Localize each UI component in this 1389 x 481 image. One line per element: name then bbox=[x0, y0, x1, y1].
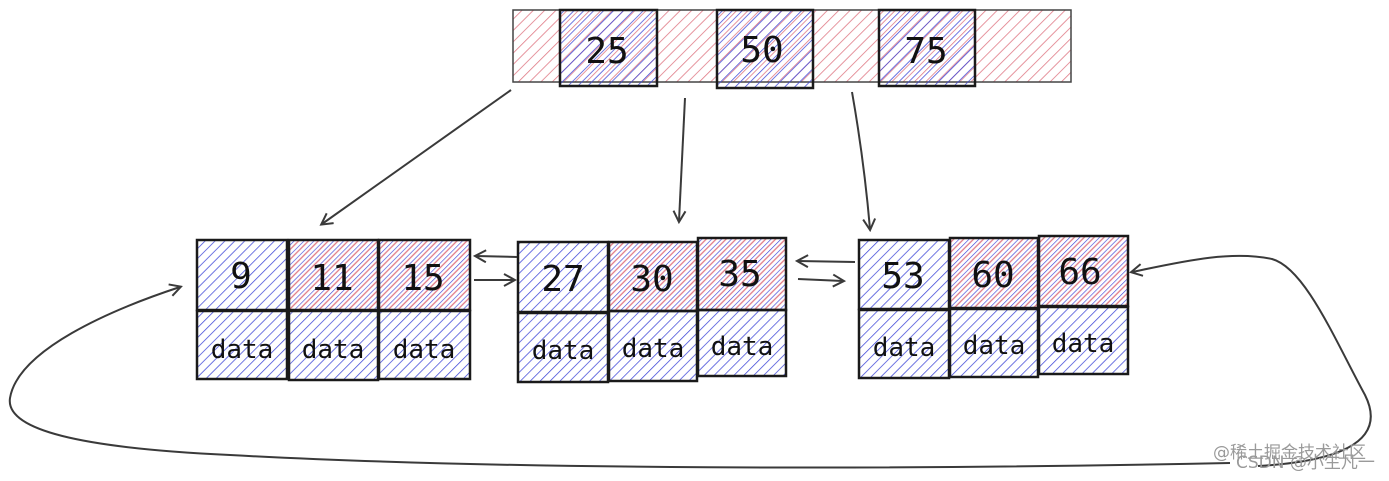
arrow-leaf-2-to-leaf-3 bbox=[797, 279, 843, 281]
leaf-1-key-2: 11 bbox=[310, 258, 353, 299]
leaf-3-key-3: 66 bbox=[1058, 252, 1101, 293]
watermark-line-2: CSDN @小生凡一 bbox=[1236, 453, 1375, 473]
leaf-3-key-1: 53 bbox=[881, 256, 924, 297]
arrow-loop-left-to-leaf-1 bbox=[8, 287, 1231, 469]
leaf-1-key-cell-2 bbox=[287, 238, 380, 312]
arrow-loop-right-to-leaf-3 bbox=[1132, 254, 1372, 467]
leaf-2-key-cell-2 bbox=[607, 240, 699, 313]
watermark-line-1: @稀土掘金技术社区 bbox=[1213, 443, 1366, 463]
arrow-root-to-leaf-2 bbox=[679, 97, 685, 221]
leaf-3-data-cell-2 bbox=[948, 307, 1040, 379]
root-key-3: 75 bbox=[904, 31, 947, 72]
leaf-2-key-2: 30 bbox=[630, 259, 673, 300]
leaf-3-data-label-3: data bbox=[1052, 329, 1115, 359]
root-node: 25 50 75 bbox=[512, 8, 1072, 90]
leaf-1-data-cell-2 bbox=[287, 309, 380, 382]
root-key-2: 50 bbox=[740, 30, 783, 71]
arrow-leaf-2-to-leaf-1 bbox=[476, 256, 518, 257]
root-key-cell-2 bbox=[715, 8, 815, 90]
leaf-1-key-1: 9 bbox=[230, 256, 252, 297]
leaf-3-data-label-2: data bbox=[963, 331, 1026, 361]
root-key-1: 25 bbox=[585, 31, 628, 72]
leaf-2-data-cell-3 bbox=[696, 308, 788, 378]
leaf-1-key-3: 15 bbox=[401, 258, 444, 299]
arrow-leaf-3-to-leaf-2 bbox=[798, 261, 856, 262]
leaf-2-data-label-1: data bbox=[532, 336, 595, 366]
leaf-3-data-cell-1 bbox=[857, 308, 951, 380]
leaf-3-data-label-1: data bbox=[873, 333, 936, 363]
leaf-node-3: 53 60 66 data data data bbox=[857, 234, 1130, 380]
leaf-3-key-cell-3 bbox=[1037, 234, 1130, 308]
arrow-root-to-leaf-1 bbox=[322, 89, 512, 224]
leaf-2-data-label-2: data bbox=[622, 334, 685, 364]
leaf-1-data-label-2: data bbox=[302, 335, 365, 365]
leaf-1-data-cell-1 bbox=[195, 309, 289, 381]
leaf-2-data-cell-1 bbox=[516, 311, 610, 384]
leaf-node-1: 9 11 15 data data data bbox=[195, 238, 472, 382]
leaf-1-data-label-3: data bbox=[393, 335, 456, 365]
leaf-1-data-cell-3 bbox=[377, 309, 472, 381]
arrow-root-to-leaf-3 bbox=[851, 91, 870, 229]
leaf-1-data-label-1: data bbox=[211, 335, 274, 365]
leaf-3-key-cell-1 bbox=[857, 238, 951, 311]
root-key-cell-3 bbox=[877, 8, 977, 88]
leaf-2-key-3: 35 bbox=[718, 254, 761, 295]
leaf-3-key-2: 60 bbox=[971, 255, 1014, 296]
leaf-3-data-cell-3 bbox=[1037, 305, 1130, 376]
leaf-node-2: 27 30 35 data data data bbox=[516, 236, 788, 384]
root-key-cell-1 bbox=[558, 8, 659, 88]
leaf-2-data-label-3: data bbox=[711, 332, 774, 362]
leaf-2-key-1: 27 bbox=[541, 259, 584, 300]
